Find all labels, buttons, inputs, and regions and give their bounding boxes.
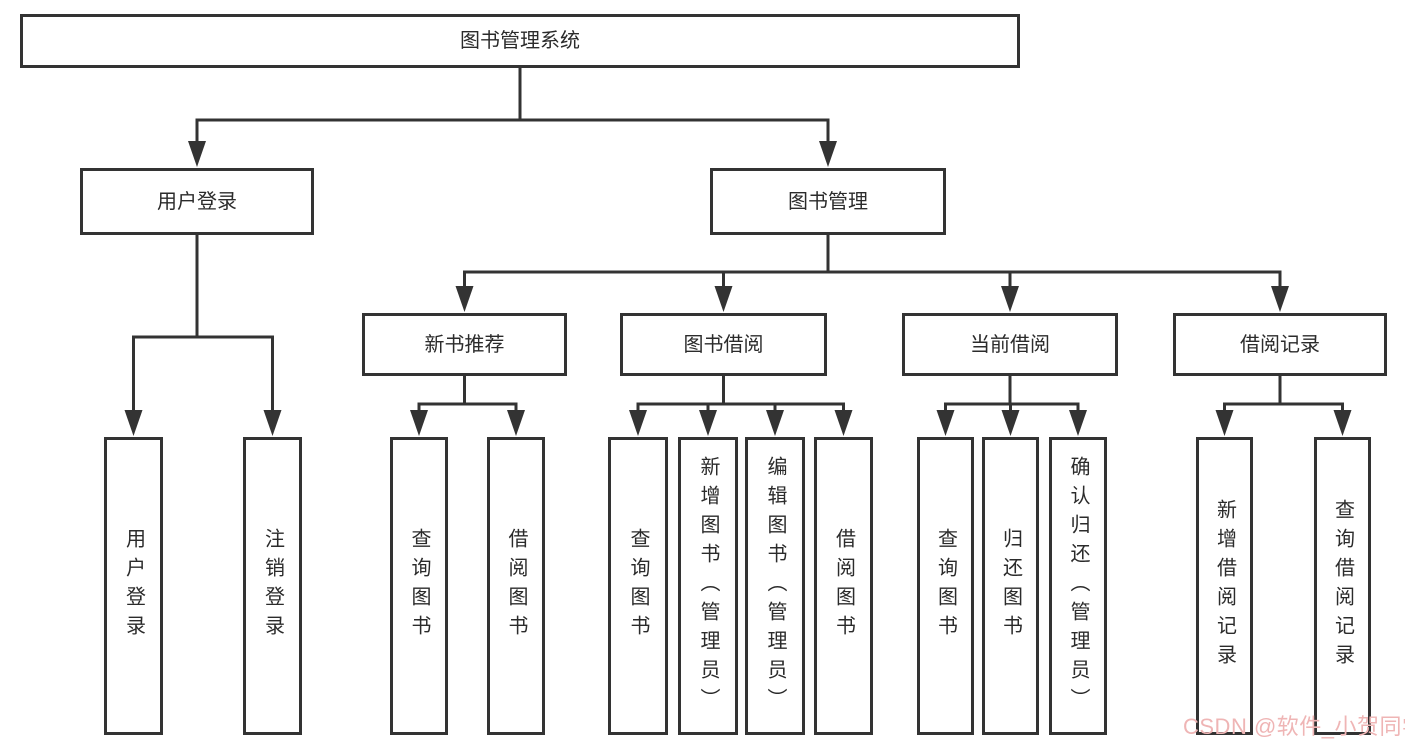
node-label: 借阅记录: [1240, 333, 1320, 356]
node-label: 图书借阅: [683, 333, 764, 356]
leaf-label: 编辑图书（管理员）: [764, 455, 786, 717]
leaf-label: 借阅图书: [505, 528, 527, 644]
node-borrow-records: 借阅记录: [1173, 313, 1387, 376]
leaf-query-borrow-record: 查询借阅记录: [1314, 437, 1371, 735]
node-new-book-recommend: 新书推荐: [362, 313, 567, 376]
leaf-label: 确认归还（管理员）: [1067, 455, 1089, 717]
node-root: 图书管理系统: [20, 14, 1020, 68]
leaf-query-books-borrow: 查询图书: [608, 437, 668, 735]
node-label: 用户登录: [157, 190, 237, 213]
leaf-label: 新增借阅记录: [1213, 499, 1236, 673]
leaf-logout: 注销登录: [243, 437, 302, 735]
leaf-add-borrow-record: 新增借阅记录: [1196, 437, 1253, 735]
leaf-edit-book-admin: 编辑图书（管理员）: [745, 437, 805, 735]
node-label: 图书管理系统: [460, 30, 580, 52]
leaf-label: 归还图书: [999, 528, 1022, 644]
leaf-label: 查询图书: [934, 528, 957, 644]
leaf-label: 借阅图书: [832, 528, 855, 644]
leaf-borrow-books: 借阅图书: [814, 437, 873, 735]
csdn-watermark: CSDN @软件_小贺同学: [1183, 714, 1405, 739]
leaf-add-book-admin: 新增图书（管理员）: [678, 437, 738, 735]
leaf-query-books-current: 查询图书: [917, 437, 974, 735]
node-label: 当前借阅: [970, 333, 1050, 356]
leaf-label: 查询借阅记录: [1331, 499, 1354, 673]
leaf-confirm-return-admin: 确认归还（管理员）: [1049, 437, 1107, 735]
leaf-label: 查询图书: [408, 528, 430, 644]
leaf-user-login: 用户登录: [104, 437, 163, 735]
node-label: 图书管理: [788, 190, 868, 213]
node-book-management: 图书管理: [710, 168, 946, 235]
leaf-label: 查询图书: [627, 528, 649, 644]
node-label: 新书推荐: [424, 333, 505, 356]
leaf-label: 注销登录: [261, 528, 284, 644]
leaf-borrow-books-recommend: 借阅图书: [487, 437, 545, 735]
leaf-label: 用户登录: [122, 528, 145, 644]
node-book-borrow: 图书借阅: [620, 313, 827, 376]
leaf-label: 新增图书（管理员）: [697, 455, 719, 717]
node-user-login: 用户登录: [80, 168, 314, 235]
leaf-query-books-recommend: 查询图书: [390, 437, 448, 735]
leaf-return-books: 归还图书: [982, 437, 1039, 735]
node-current-borrow: 当前借阅: [902, 313, 1118, 376]
